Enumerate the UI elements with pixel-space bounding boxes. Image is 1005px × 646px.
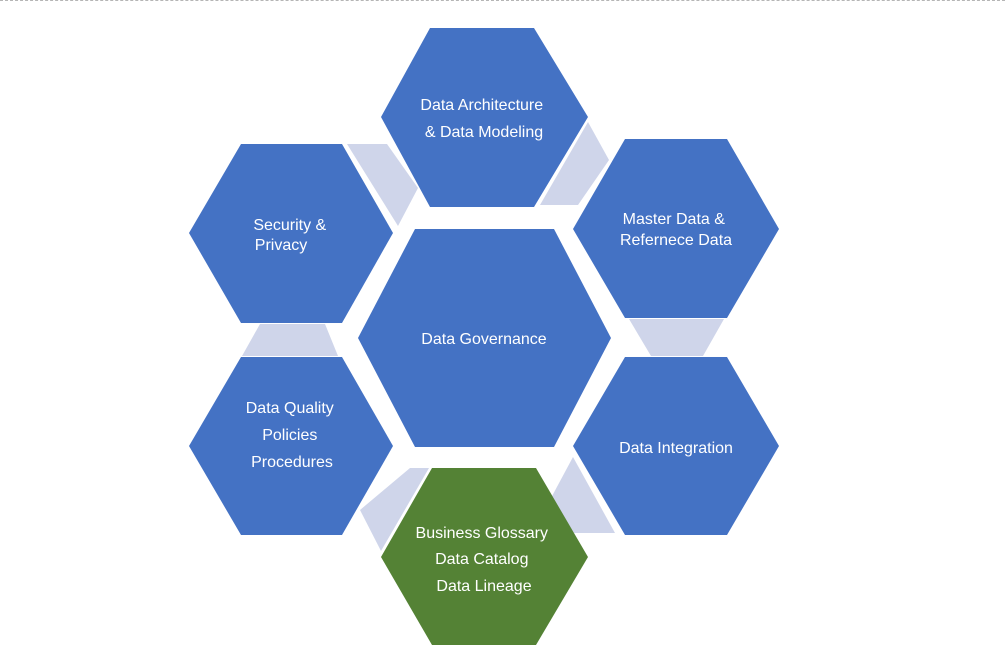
hexagon-lower-right-label: Data Integration <box>619 440 733 457</box>
hexagon-upper-right: Master Data & Refernece Data <box>573 139 779 318</box>
hexagon-center: Data Governance <box>358 229 611 447</box>
hexagon-upper-right-line-2: Refernece Data <box>620 232 732 249</box>
hexagon-upper-right-label: Master Data & Refernece Data <box>620 211 732 249</box>
hexagon-lower-left: Data Quality Policies Procedures <box>189 357 393 535</box>
hexagon-lower-right: Data Integration <box>573 357 779 535</box>
connector-top-upper-left <box>347 144 418 226</box>
hexagon-center-line-1: Data Governance <box>421 331 547 348</box>
connector-lower-right-bottom <box>551 457 615 533</box>
hexagon-lower-left-line-1: Data Quality <box>246 400 334 417</box>
hexagon-upper-left: Security & Privacy <box>189 144 393 323</box>
hexagon-top-line-1: Data Architecture <box>420 97 543 114</box>
connector-top-upper-right <box>540 122 609 205</box>
hexagon-bottom: Business Glossary Data Catalog Data Line… <box>381 468 588 645</box>
hexagon-top-label: Data Architecture & Data Modeling <box>420 97 547 141</box>
hexagon-bottom-line-3: Data Lineage <box>436 578 531 595</box>
connector-upper-right-lower-right <box>629 319 724 356</box>
hexagon-lower-left-line-2: Policies <box>262 427 317 444</box>
hexagon-upper-left-label: Security & Privacy <box>253 217 330 254</box>
hexagon-lower-left-line-3: Procedures <box>251 454 333 471</box>
hexagon-upper-left-line-1: Security & <box>253 217 326 234</box>
hexagon-bottom-label: Business Glossary Data Catalog Data Line… <box>416 525 553 595</box>
hexagon-lower-right-line-1: Data Integration <box>619 440 733 457</box>
hexagon-lower-left-label: Data Quality Policies Procedures <box>246 400 339 471</box>
connector-bottom-lower-left <box>360 468 429 551</box>
hexagon-bottom-line-1: Business Glossary <box>416 525 549 542</box>
page-top-border <box>0 0 1005 3</box>
hexagon-bottom-line-2: Data Catalog <box>435 551 528 568</box>
hexagon-upper-right-line-1: Master Data & <box>623 211 726 228</box>
hexagon-top: Data Architecture & Data Modeling <box>381 28 588 207</box>
hexagon-upper-left-line-2: Privacy <box>255 237 307 254</box>
hexagon-center-label: Data Governance <box>421 331 547 348</box>
hexagon-top-line-2: & Data Modeling <box>425 124 543 141</box>
connector-lower-left-upper-left <box>242 324 338 356</box>
